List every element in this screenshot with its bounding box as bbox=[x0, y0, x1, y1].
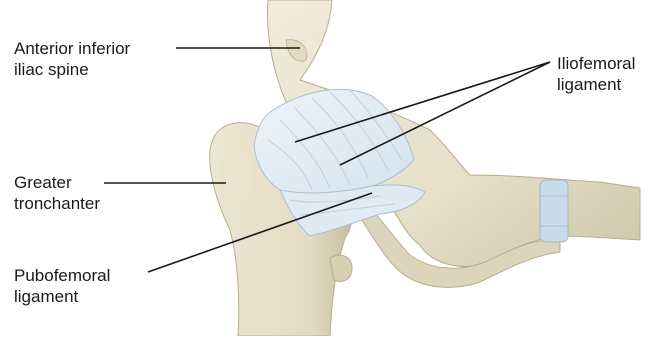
label-ilio-line2: ligament bbox=[557, 74, 635, 95]
label-pubofemoral-ligament: Pubofemoral ligament bbox=[14, 265, 110, 307]
label-aiis-line2: iliac spine bbox=[14, 59, 130, 80]
label-pubo-line1: Pubofemoral bbox=[14, 265, 110, 286]
label-gt-line1: Greater bbox=[14, 172, 100, 193]
label-anterior-inferior-iliac-spine: Anterior inferior iliac spine bbox=[14, 38, 130, 80]
label-pubo-line2: ligament bbox=[14, 286, 110, 307]
bone-cut-band bbox=[540, 180, 568, 242]
label-greater-trochanter: Greater tronchanter bbox=[14, 172, 100, 214]
greater-trochanter bbox=[218, 152, 254, 204]
label-iliofemoral-ligament: Iliofemoral ligament bbox=[557, 53, 635, 95]
label-aiis-line1: Anterior inferior bbox=[14, 38, 130, 59]
label-ilio-line1: Iliofemoral bbox=[557, 53, 635, 74]
lesser-trochanter bbox=[330, 255, 352, 281]
label-gt-line2: tronchanter bbox=[14, 193, 100, 214]
